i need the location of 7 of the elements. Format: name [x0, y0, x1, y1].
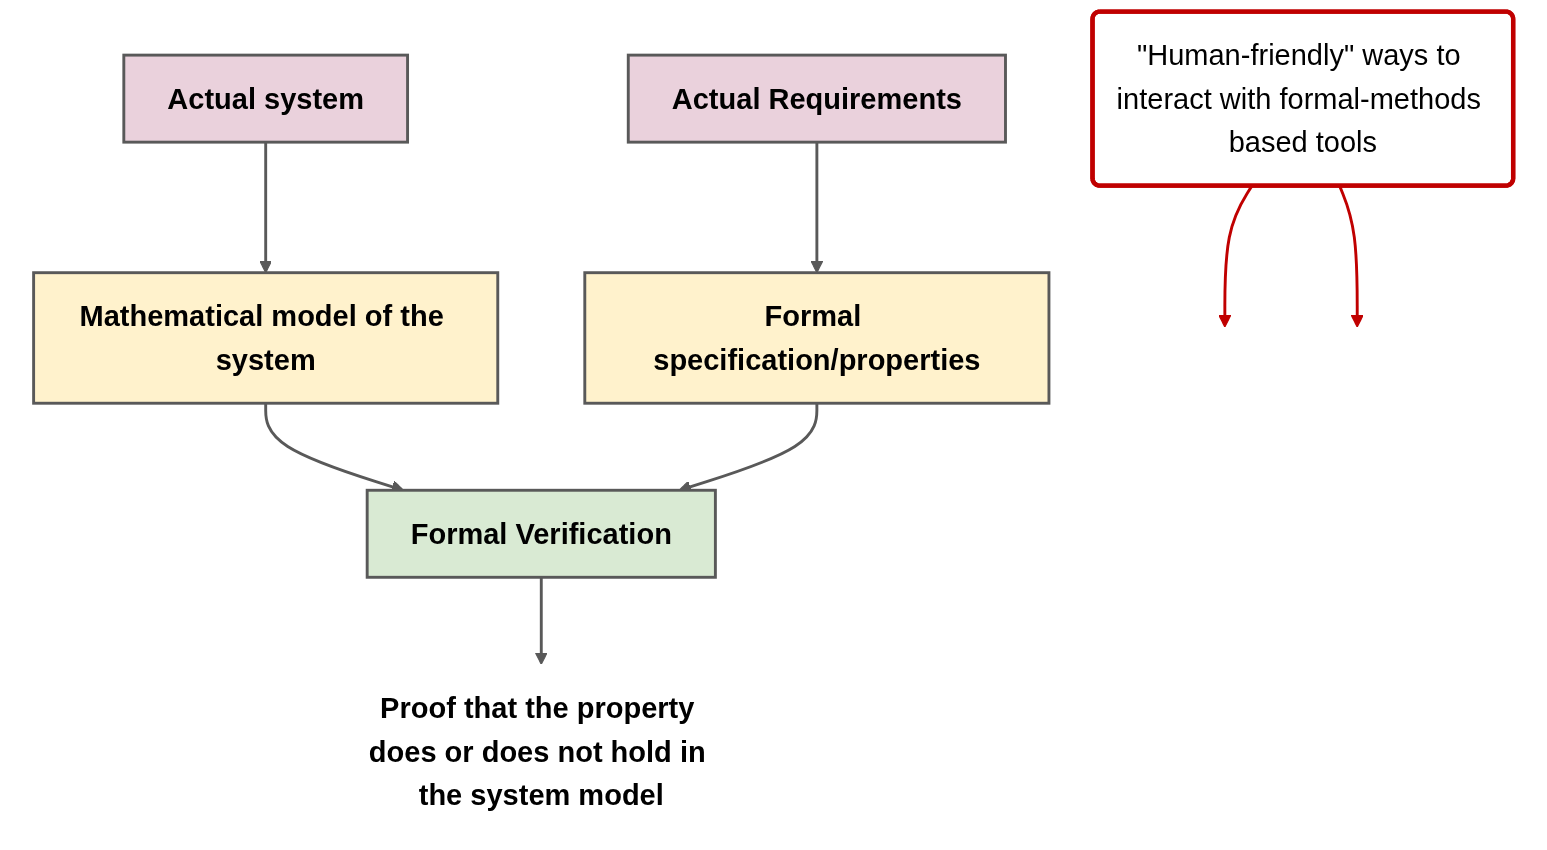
- arrow: [535, 577, 548, 665]
- node-box: Actual system: [122, 53, 410, 144]
- node-box: Actual Requirements: [626, 53, 1008, 144]
- node-text: Proof that the property does or does not hold in the system model: [368, 691, 706, 811]
- node-box: Formal Verification: [365, 488, 717, 579]
- node-box: Formal specification/properties: [583, 271, 1051, 405]
- node-box: Mathematical model of the system: [32, 271, 500, 405]
